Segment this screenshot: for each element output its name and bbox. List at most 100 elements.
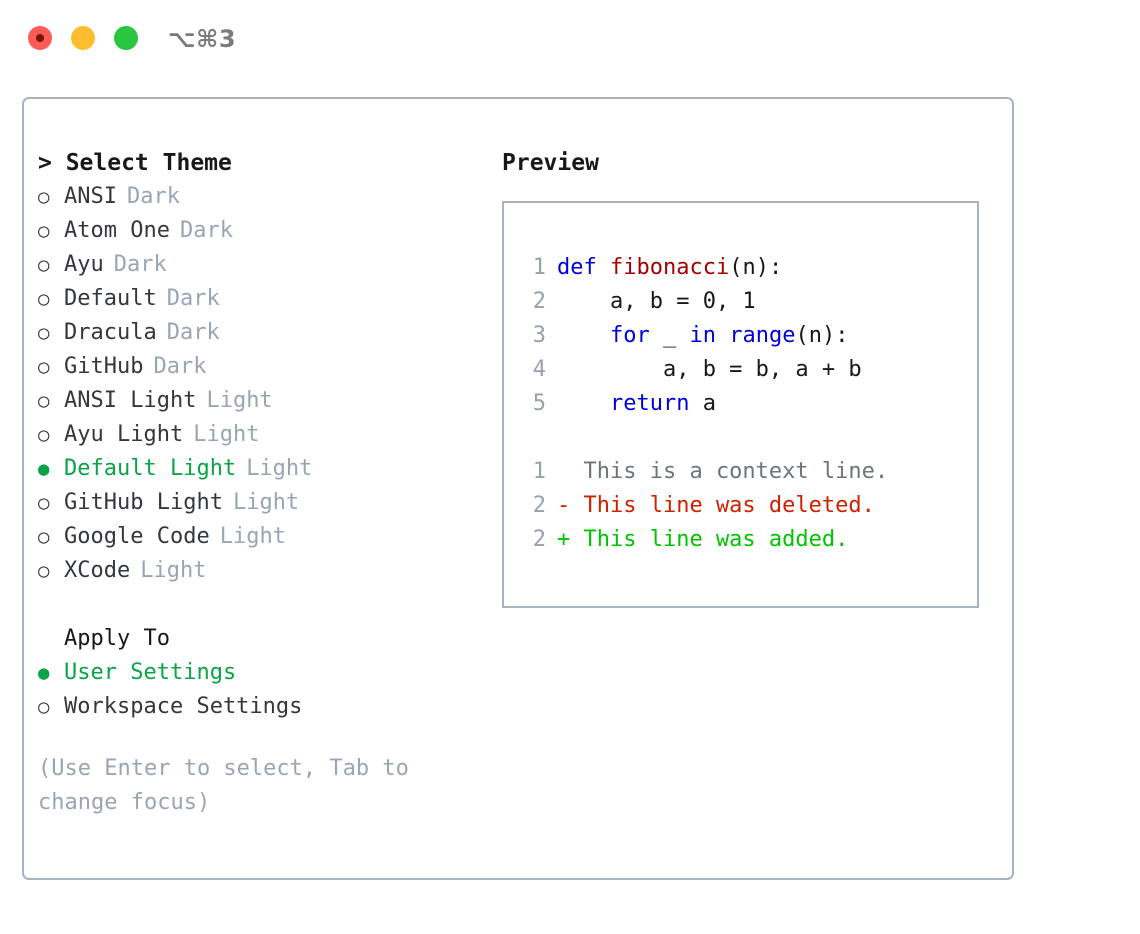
theme-name: Ayu Light xyxy=(64,422,184,447)
theme-row[interactable]: ○ Atom One Dark xyxy=(38,214,488,248)
section-spacer xyxy=(38,588,488,622)
line-number: 3 xyxy=(532,323,546,348)
code-line: 5 return a xyxy=(518,387,971,421)
radio-unselected-icon[interactable]: ○ xyxy=(38,322,50,344)
diff-text: - This line was deleted. xyxy=(557,493,875,518)
code-token: a, b = 0, 1 xyxy=(557,289,756,314)
theme-row[interactable]: ○ GitHub Dark xyxy=(38,350,488,384)
code-text: def fibonacci(n): xyxy=(557,251,782,285)
radio-selected-icon[interactable]: ● xyxy=(38,458,50,480)
minimize-window-button[interactable] xyxy=(71,26,95,50)
code-line: 1 def fibonacci(n): xyxy=(518,251,971,285)
diff-line: 2 + This line was added. xyxy=(518,523,971,557)
code-token: a xyxy=(689,391,716,416)
radio-unselected-icon[interactable]: ○ xyxy=(38,288,50,310)
keyboard-hint: (Use Enter to select, Tab to change focu… xyxy=(38,756,423,815)
theme-name: ANSI Light xyxy=(64,388,197,413)
code-text: for _ in range(n): xyxy=(557,319,848,353)
diff-text: + This line was added. xyxy=(557,527,849,552)
theme-name: XCode xyxy=(64,558,131,583)
theme-row[interactable]: ○ Ayu Dark xyxy=(38,248,488,282)
code-token: return xyxy=(609,391,690,416)
theme-variant-tag: Light xyxy=(219,524,286,549)
theme-variant-tag: Light xyxy=(206,388,273,413)
code-token: (n): xyxy=(729,255,783,280)
apply-to-label: User Settings xyxy=(64,660,237,685)
preview-separator xyxy=(518,421,971,455)
line-number: 5 xyxy=(532,391,546,416)
theme-row[interactable]: ○ ANSI Dark xyxy=(38,180,488,214)
diff-line: 1 This is a context line. xyxy=(518,455,971,489)
code-token xyxy=(557,391,610,416)
radio-unselected-icon[interactable]: ○ xyxy=(38,526,50,548)
radio-unselected-icon[interactable]: ○ xyxy=(38,186,50,208)
close-window-button[interactable] xyxy=(28,26,52,50)
theme-name: Default Light xyxy=(64,456,237,481)
radio-selected-icon[interactable]: ● xyxy=(38,662,50,684)
radio-unselected-icon[interactable]: ○ xyxy=(38,356,50,378)
theme-name: Atom One xyxy=(64,218,170,243)
maximize-window-button[interactable] xyxy=(114,26,138,50)
code-text: a, b = 0, 1 xyxy=(557,285,756,319)
theme-row[interactable]: ○ ANSI Light Light xyxy=(38,384,488,418)
code-token: (n): xyxy=(795,323,849,348)
radio-unselected-icon[interactable]: ○ xyxy=(38,696,50,718)
code-line: 2 a, b = 0, 1 xyxy=(518,285,971,319)
line-number: 4 xyxy=(532,357,546,382)
title-bar: ⌥⌘3 xyxy=(0,0,1140,78)
radio-unselected-icon[interactable]: ○ xyxy=(38,424,50,446)
preview-heading: Preview xyxy=(502,150,599,176)
theme-name: Dracula xyxy=(64,320,157,345)
theme-variant-tag: Dark xyxy=(126,184,180,209)
line-number: 2 xyxy=(532,493,546,518)
apply-to-label: Workspace Settings xyxy=(64,694,303,719)
code-token: for xyxy=(609,323,650,348)
theme-row[interactable]: ○ Google Code Light xyxy=(38,520,488,554)
apply-to-option[interactable]: ● User Settings xyxy=(38,656,488,690)
code-line: 3 for _ in range(n): xyxy=(518,319,971,353)
theme-name: Ayu xyxy=(64,252,104,277)
line-number: 2 xyxy=(532,527,546,552)
code-token: def xyxy=(557,255,610,280)
theme-name: GitHub xyxy=(64,354,144,379)
line-number: 1 xyxy=(532,255,546,280)
theme-variant-tag: Light xyxy=(140,558,207,583)
code-token: range xyxy=(729,323,796,348)
theme-row[interactable]: ○ XCode Light xyxy=(38,554,488,588)
radio-unselected-icon[interactable]: ○ xyxy=(38,560,50,582)
apply-to-list[interactable]: ● User Settings ○ Workspace Settings xyxy=(38,656,488,724)
theme-variant-tag: Dark xyxy=(166,286,220,311)
radio-unselected-icon[interactable]: ○ xyxy=(38,220,50,242)
radio-unselected-icon[interactable]: ○ xyxy=(38,254,50,276)
code-token: a, b = b, a + b xyxy=(557,357,862,382)
theme-variant-tag: Light xyxy=(246,456,313,481)
code-text: return a xyxy=(557,387,716,421)
theme-row[interactable]: ○ Dracula Dark xyxy=(38,316,488,350)
code-token: in xyxy=(689,323,716,348)
theme-row[interactable]: ● Default Light Light xyxy=(38,452,488,486)
theme-variant-tag: Light xyxy=(232,490,300,515)
theme-variant-tag: Dark xyxy=(179,218,233,243)
code-line: 4 a, b = b, a + b xyxy=(518,353,971,387)
line-number: 2 xyxy=(532,289,546,314)
code-token xyxy=(716,323,729,348)
theme-variant-tag: Dark xyxy=(113,252,167,277)
radio-unselected-icon[interactable]: ○ xyxy=(38,492,50,514)
theme-name: ANSI xyxy=(64,184,117,209)
theme-variant-tag: Dark xyxy=(166,320,220,345)
apply-to-option[interactable]: ○ Workspace Settings xyxy=(38,690,488,724)
theme-name: Google Code xyxy=(64,524,210,549)
window-controls xyxy=(28,26,138,50)
apply-to-heading: Apply To xyxy=(64,626,170,651)
code-token: _ xyxy=(649,323,690,348)
keyboard-shortcut-label: ⌥⌘3 xyxy=(168,25,237,53)
radio-unselected-icon[interactable]: ○ xyxy=(38,390,50,412)
theme-variant-tag: Dark xyxy=(153,354,207,379)
